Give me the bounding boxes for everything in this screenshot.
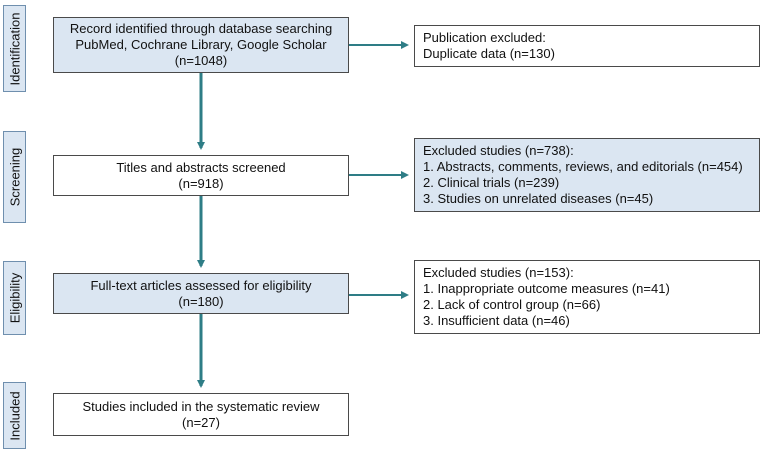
elig-excluded-line-1: Excluded studies (n=153): <box>423 265 574 280</box>
duplicates-line-1: Publication excluded: <box>423 30 546 45</box>
included-line-2: (n=27) <box>182 414 220 430</box>
screen-excluded-line-4: 3. Studies on unrelated diseases (n=45) <box>423 191 654 206</box>
eligibility-excluded-box: Excluded studies (n=153): 1. Inappropria… <box>414 260 760 334</box>
elig-excluded-line-4: 3. Insufficient data (n=46) <box>423 313 570 328</box>
screened-box: Titles and abstracts screened (n=918) <box>53 155 349 196</box>
screened-line-2: (n=918) <box>178 175 224 191</box>
identified-line-2: PubMed, Cochrane Library, Google Scholar <box>75 37 327 52</box>
identified-line-1: Record identified through database searc… <box>69 21 333 36</box>
elig-excluded-line-3: 2. Lack of control group (n=66) <box>423 297 601 312</box>
eligibility-box: Full-text articles assessed for eligibil… <box>53 273 349 314</box>
eligibility-line-1: Full-text articles assessed for eligibil… <box>90 277 312 293</box>
eligibility-line-2: (n=180) <box>178 293 224 309</box>
phase-identification: Identification <box>3 5 26 92</box>
elig-excluded-line-2: 1. Inappropriate outcome measures (n=41) <box>423 281 670 296</box>
included-line-1: Studies included in the systematic revie… <box>82 398 320 414</box>
screen-excluded-line-2: 1. Abstracts, comments, reviews, and edi… <box>423 159 743 174</box>
identified-box: Record identified through database searc… <box>53 17 349 73</box>
screen-excluded-line-1: Excluded studies (n=738): <box>423 143 574 158</box>
screening-excluded-box: Excluded studies (n=738): 1. Abstracts, … <box>414 138 760 212</box>
screen-excluded-line-3: 2. Clinical trials (n=239) <box>423 175 560 190</box>
duplicates-excluded-box: Publication excluded: Duplicate data (n=… <box>414 25 760 67</box>
duplicates-line-2: Duplicate data (n=130) <box>423 46 555 61</box>
screened-line-1: Titles and abstracts screened <box>116 159 286 175</box>
phase-screening: Screening <box>3 131 26 223</box>
identified-line-3: (n=1048) <box>174 53 228 68</box>
phase-eligibility: Eligibility <box>3 261 26 335</box>
included-box: Studies included in the systematic revie… <box>53 393 349 436</box>
phase-included: Included <box>3 382 26 449</box>
